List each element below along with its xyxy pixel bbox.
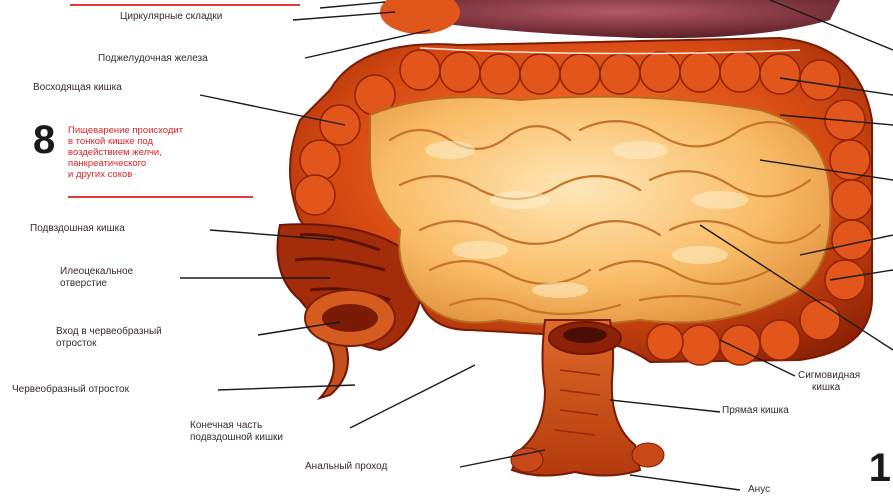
note-red-rule bbox=[68, 196, 253, 198]
step-note-line: воздействием желчи, bbox=[68, 147, 183, 158]
label-terminal-ileum-1: Конечная часть bbox=[190, 420, 262, 432]
label-appendix-entrance-1: Вход в червеобразный bbox=[56, 326, 162, 338]
label-ileocecal-2: отверстие bbox=[60, 278, 107, 290]
label-sigmoid-2: кишка bbox=[812, 382, 840, 394]
label-circular-folds: Циркулярные складки bbox=[120, 11, 222, 23]
label-sigmoid-1: Сигмовидная bbox=[798, 370, 860, 382]
small-intestine bbox=[370, 97, 830, 325]
label-appendix: Червеобразный отросток bbox=[12, 384, 129, 396]
step-note: Пищеварение происходит в тонкой кишке по… bbox=[68, 125, 183, 180]
label-rectum: Прямая кишка bbox=[722, 405, 789, 417]
label-ileum: Подвздошная кишка bbox=[30, 223, 125, 235]
corner-step-number: 1 bbox=[869, 446, 891, 491]
label-anus: Анус bbox=[748, 484, 770, 496]
label-appendix-entrance-2: отросток bbox=[56, 338, 96, 350]
stomach bbox=[400, 0, 840, 38]
duodenum-top bbox=[380, 0, 460, 34]
step-note-line: в тонкой кишке под bbox=[68, 136, 183, 147]
label-ascending-colon: Восходящая кишка bbox=[33, 82, 122, 94]
label-pancreas: Поджелудочная железа bbox=[98, 53, 208, 65]
anal-sphincter-right bbox=[632, 443, 664, 467]
step-note-line: панкреатического bbox=[68, 158, 183, 169]
step-note-line: Пищеварение происходит bbox=[68, 125, 183, 136]
step-number: 8 bbox=[33, 120, 55, 160]
label-ileocecal-1: Илеоцекальное bbox=[60, 266, 133, 278]
step-note-line: и других соков bbox=[68, 169, 183, 180]
label-terminal-ileum-2: подвздошной кишки bbox=[190, 432, 283, 444]
top-red-rule bbox=[70, 4, 300, 6]
label-anal-canal: Анальный проход bbox=[305, 461, 387, 473]
